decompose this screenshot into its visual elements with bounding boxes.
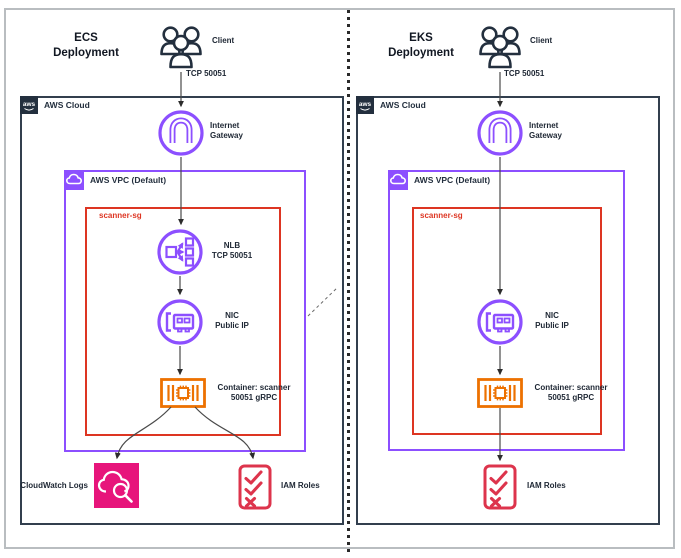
eks-client-label: Client	[530, 36, 553, 45]
ecs-title: ECS Deployment	[53, 32, 119, 59]
cloudwatch-logs-icon	[94, 463, 139, 508]
ecs-nlb-label: NLB TCP 50051	[211, 241, 253, 261]
eks-container-label: Container: scanner 50051 gRPC	[534, 383, 608, 403]
eks-aws-cloud-label: AWS Cloud	[380, 100, 426, 110]
ecs-client-label: Client	[212, 36, 235, 45]
ecs-cloudwatch-label: CloudWatch Logs	[20, 481, 88, 490]
iam-roles-icon	[238, 464, 272, 510]
eks-nic-label: NIC Public IP	[535, 311, 569, 331]
ecs-vpc-box	[64, 170, 306, 452]
aws-logo-icon: aws	[356, 96, 374, 114]
ecs-sg-box	[85, 207, 281, 436]
container-icon	[477, 378, 523, 408]
ecs-vpc-label: AWS VPC (Default)	[90, 175, 167, 185]
internet-gateway-icon	[158, 110, 204, 156]
vpc-icon	[64, 170, 84, 190]
ecs-container-label: Container: scanner 50051 gRPC	[217, 383, 291, 403]
ecs-client-port-label: TCP 50051	[186, 69, 227, 78]
container-icon	[160, 378, 206, 408]
internet-gateway-icon	[477, 110, 523, 156]
ecs-nic-label: NIC Public IP	[215, 311, 249, 331]
eks-title: EKS Deployment	[388, 32, 454, 59]
eks-sg-label: scanner-sg	[420, 211, 463, 220]
ecs-iam-label: IAM Roles	[281, 481, 320, 490]
nlb-icon	[157, 229, 203, 275]
ecs-aws-cloud-box	[20, 96, 344, 525]
iam-roles-icon	[483, 464, 517, 510]
panel-divider	[347, 10, 350, 553]
eks-vpc-label: AWS VPC (Default)	[414, 175, 491, 185]
eks-vpc-box	[388, 170, 625, 451]
nic-icon	[477, 299, 523, 345]
svg-text:aws: aws	[359, 101, 372, 108]
users-icon	[479, 26, 521, 69]
aws-logo-icon: aws	[20, 96, 38, 114]
outer-frame	[4, 8, 675, 549]
eks-aws-cloud-box	[356, 96, 660, 525]
eks-client-port-label: TCP 50051	[504, 69, 545, 78]
ecs-sg-label: scanner-sg	[99, 211, 142, 220]
users-icon	[160, 26, 202, 69]
nic-icon	[157, 299, 203, 345]
ecs-aws-cloud-label: AWS Cloud	[44, 100, 90, 110]
svg-text:aws: aws	[23, 101, 36, 108]
eks-iam-label: IAM Roles	[527, 481, 566, 490]
vpc-icon	[388, 170, 408, 190]
eks-sg-box	[412, 207, 602, 435]
